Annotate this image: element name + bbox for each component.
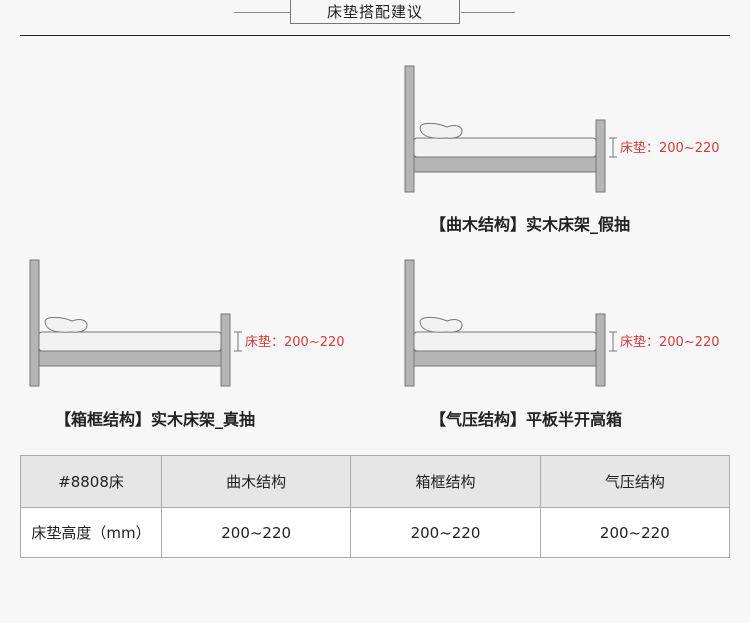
bed-pneumatic: 床垫：200~220 (404, 259, 720, 387)
table-cell: 床垫高度（mm） (20, 507, 162, 558)
title-line-right (461, 12, 515, 13)
bed-rail (413, 350, 597, 367)
mattress-dimension-label: 床垫：200~220 (620, 334, 720, 350)
table-header-cell: #8808床 (20, 455, 162, 508)
headboard-post (404, 65, 415, 193)
footboard-post (595, 313, 606, 387)
mattress-dimension-label: 床垫：200~220 (245, 334, 345, 350)
headboard-post (29, 259, 40, 387)
table-header-cell: 气压结构 (539, 455, 731, 508)
mattress (38, 331, 222, 352)
mattress-height-table: #8808床 曲木结构 箱框结构 气压结构 床垫高度（mm） 200~220 2… (20, 455, 731, 558)
footboard-post (220, 313, 231, 387)
table-row: 床垫高度（mm） 200~220 200~220 200~220 (20, 507, 731, 558)
mattress-dimension-label: 床垫：200~220 (620, 140, 720, 156)
title-line-left (234, 12, 290, 13)
bed-caption-pneumatic: 【气压结构】平板半开高箱 (430, 410, 623, 429)
table-cell: 200~220 (539, 507, 731, 558)
header-rule (20, 35, 730, 36)
title-section: 床垫搭配建议 (0, 0, 750, 36)
table-cell: 200~220 (350, 507, 541, 558)
pillow-icon (419, 316, 463, 333)
bed-box-frame: 床垫：200~220 (29, 259, 345, 387)
table-header-cell: 箱框结构 (350, 455, 541, 508)
pillow-icon (419, 122, 463, 139)
headboard-post (404, 259, 415, 387)
bed-caption-box-frame: 【箱框结构】实木床架_真抽 (55, 410, 256, 429)
bed-curved-wood: 床垫：200~220 (404, 65, 720, 193)
mattress (413, 137, 597, 158)
pillow-icon (44, 316, 88, 333)
table-cell: 200~220 (160, 507, 352, 558)
bed-rail (38, 350, 222, 367)
page-title: 床垫搭配建议 (290, 0, 460, 24)
mattress (413, 331, 597, 352)
footboard-post (595, 119, 606, 193)
table-header-cell: 曲木结构 (160, 455, 352, 508)
bed-caption-curved-wood: 【曲木结构】实木床架_假抽 (430, 215, 631, 234)
bed-rail (413, 156, 597, 173)
table-header-row: #8808床 曲木结构 箱框结构 气压结构 (20, 455, 731, 508)
